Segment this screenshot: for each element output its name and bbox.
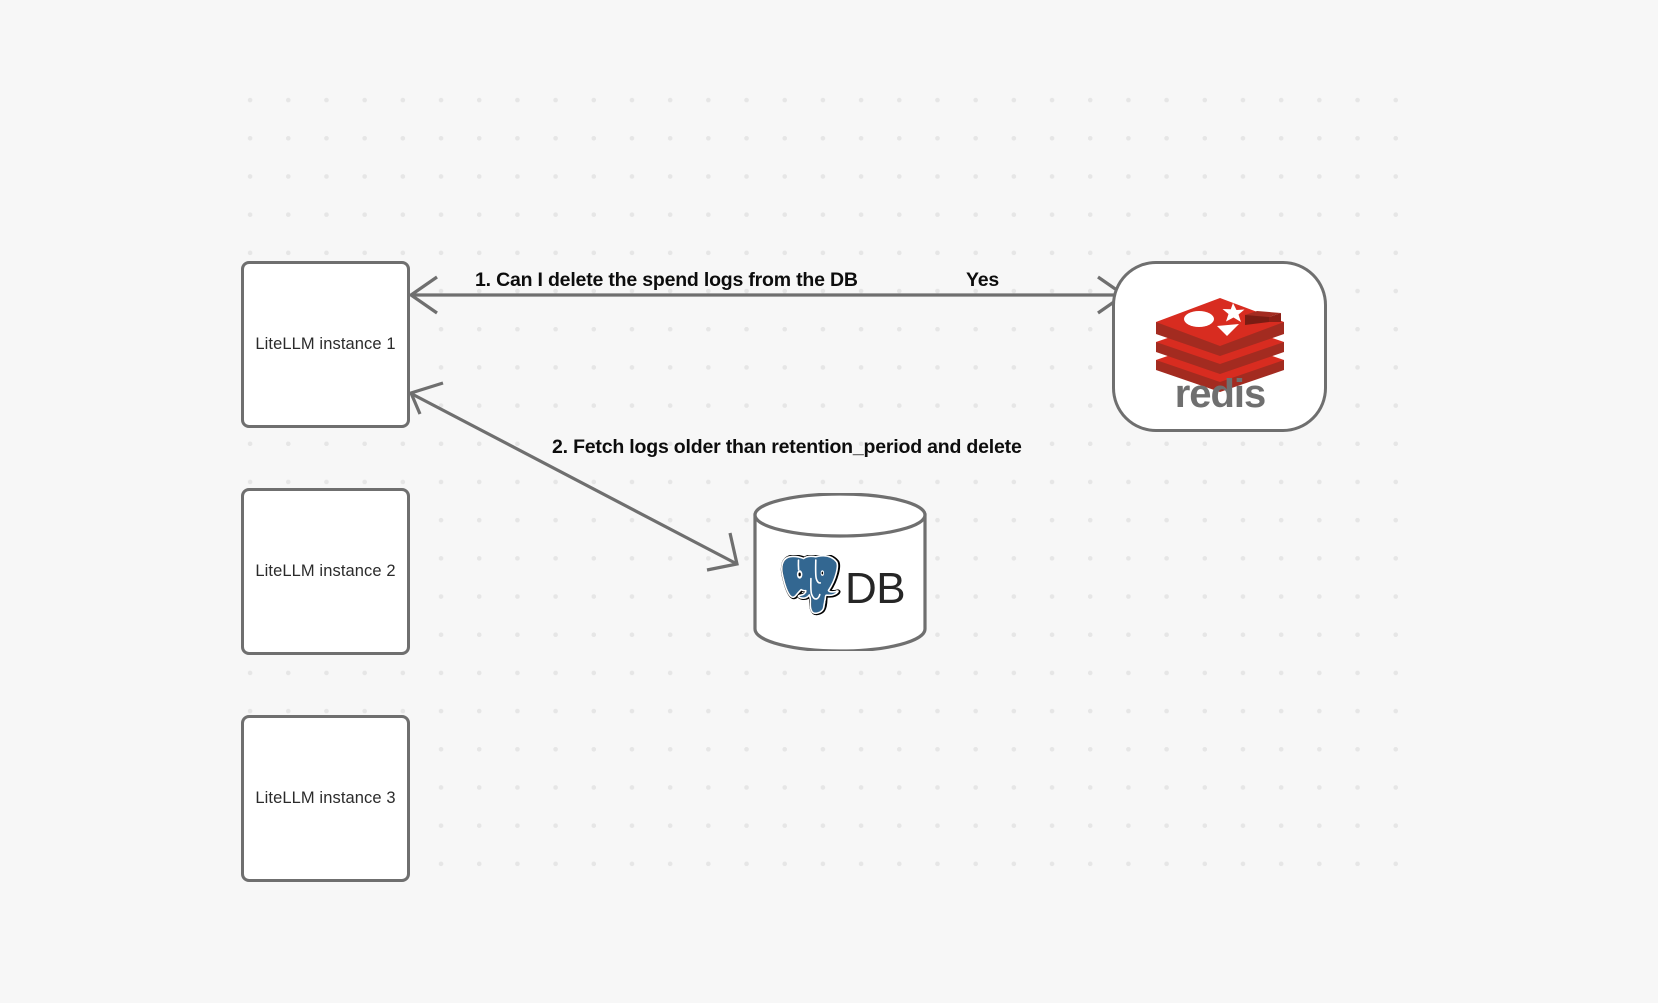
edge-litellm1-db-arrowhead-left xyxy=(408,381,444,415)
node-database[interactable]: DB xyxy=(752,493,928,651)
node-litellm-instance-2[interactable]: LiteLLM instance 2 xyxy=(241,488,410,655)
database-label: DB xyxy=(844,564,906,613)
edge-litellm1-redis-arrowhead-left xyxy=(408,275,438,315)
redis-logo-icon: redis xyxy=(1155,297,1284,413)
database-logo-group: DB xyxy=(752,539,928,639)
svg-text:redis: redis xyxy=(1174,372,1265,413)
edge-litellm1-db-arrowhead-right xyxy=(706,532,739,572)
node-litellm-instance-1[interactable]: LiteLLM instance 1 xyxy=(241,261,410,428)
node-redis[interactable]: redis xyxy=(1112,261,1327,432)
edge-litellm1-db-line xyxy=(411,392,738,566)
edge-label-question: 1. Can I delete the spend logs from the … xyxy=(475,269,858,291)
node-litellm-instance-1-label: LiteLLM instance 1 xyxy=(255,335,396,353)
edge-label-fetch-delete: 2. Fetch logs older than retention_perio… xyxy=(552,436,1022,458)
node-litellm-instance-2-label: LiteLLM instance 2 xyxy=(255,562,396,580)
edge-label-answer: Yes xyxy=(966,269,1000,291)
node-litellm-instance-3-label: LiteLLM instance 3 xyxy=(255,789,396,807)
cylinder-shape xyxy=(753,493,927,651)
node-litellm-instance-3[interactable]: LiteLLM instance 3 xyxy=(241,715,410,882)
postgresql-elephant-icon xyxy=(780,555,841,616)
